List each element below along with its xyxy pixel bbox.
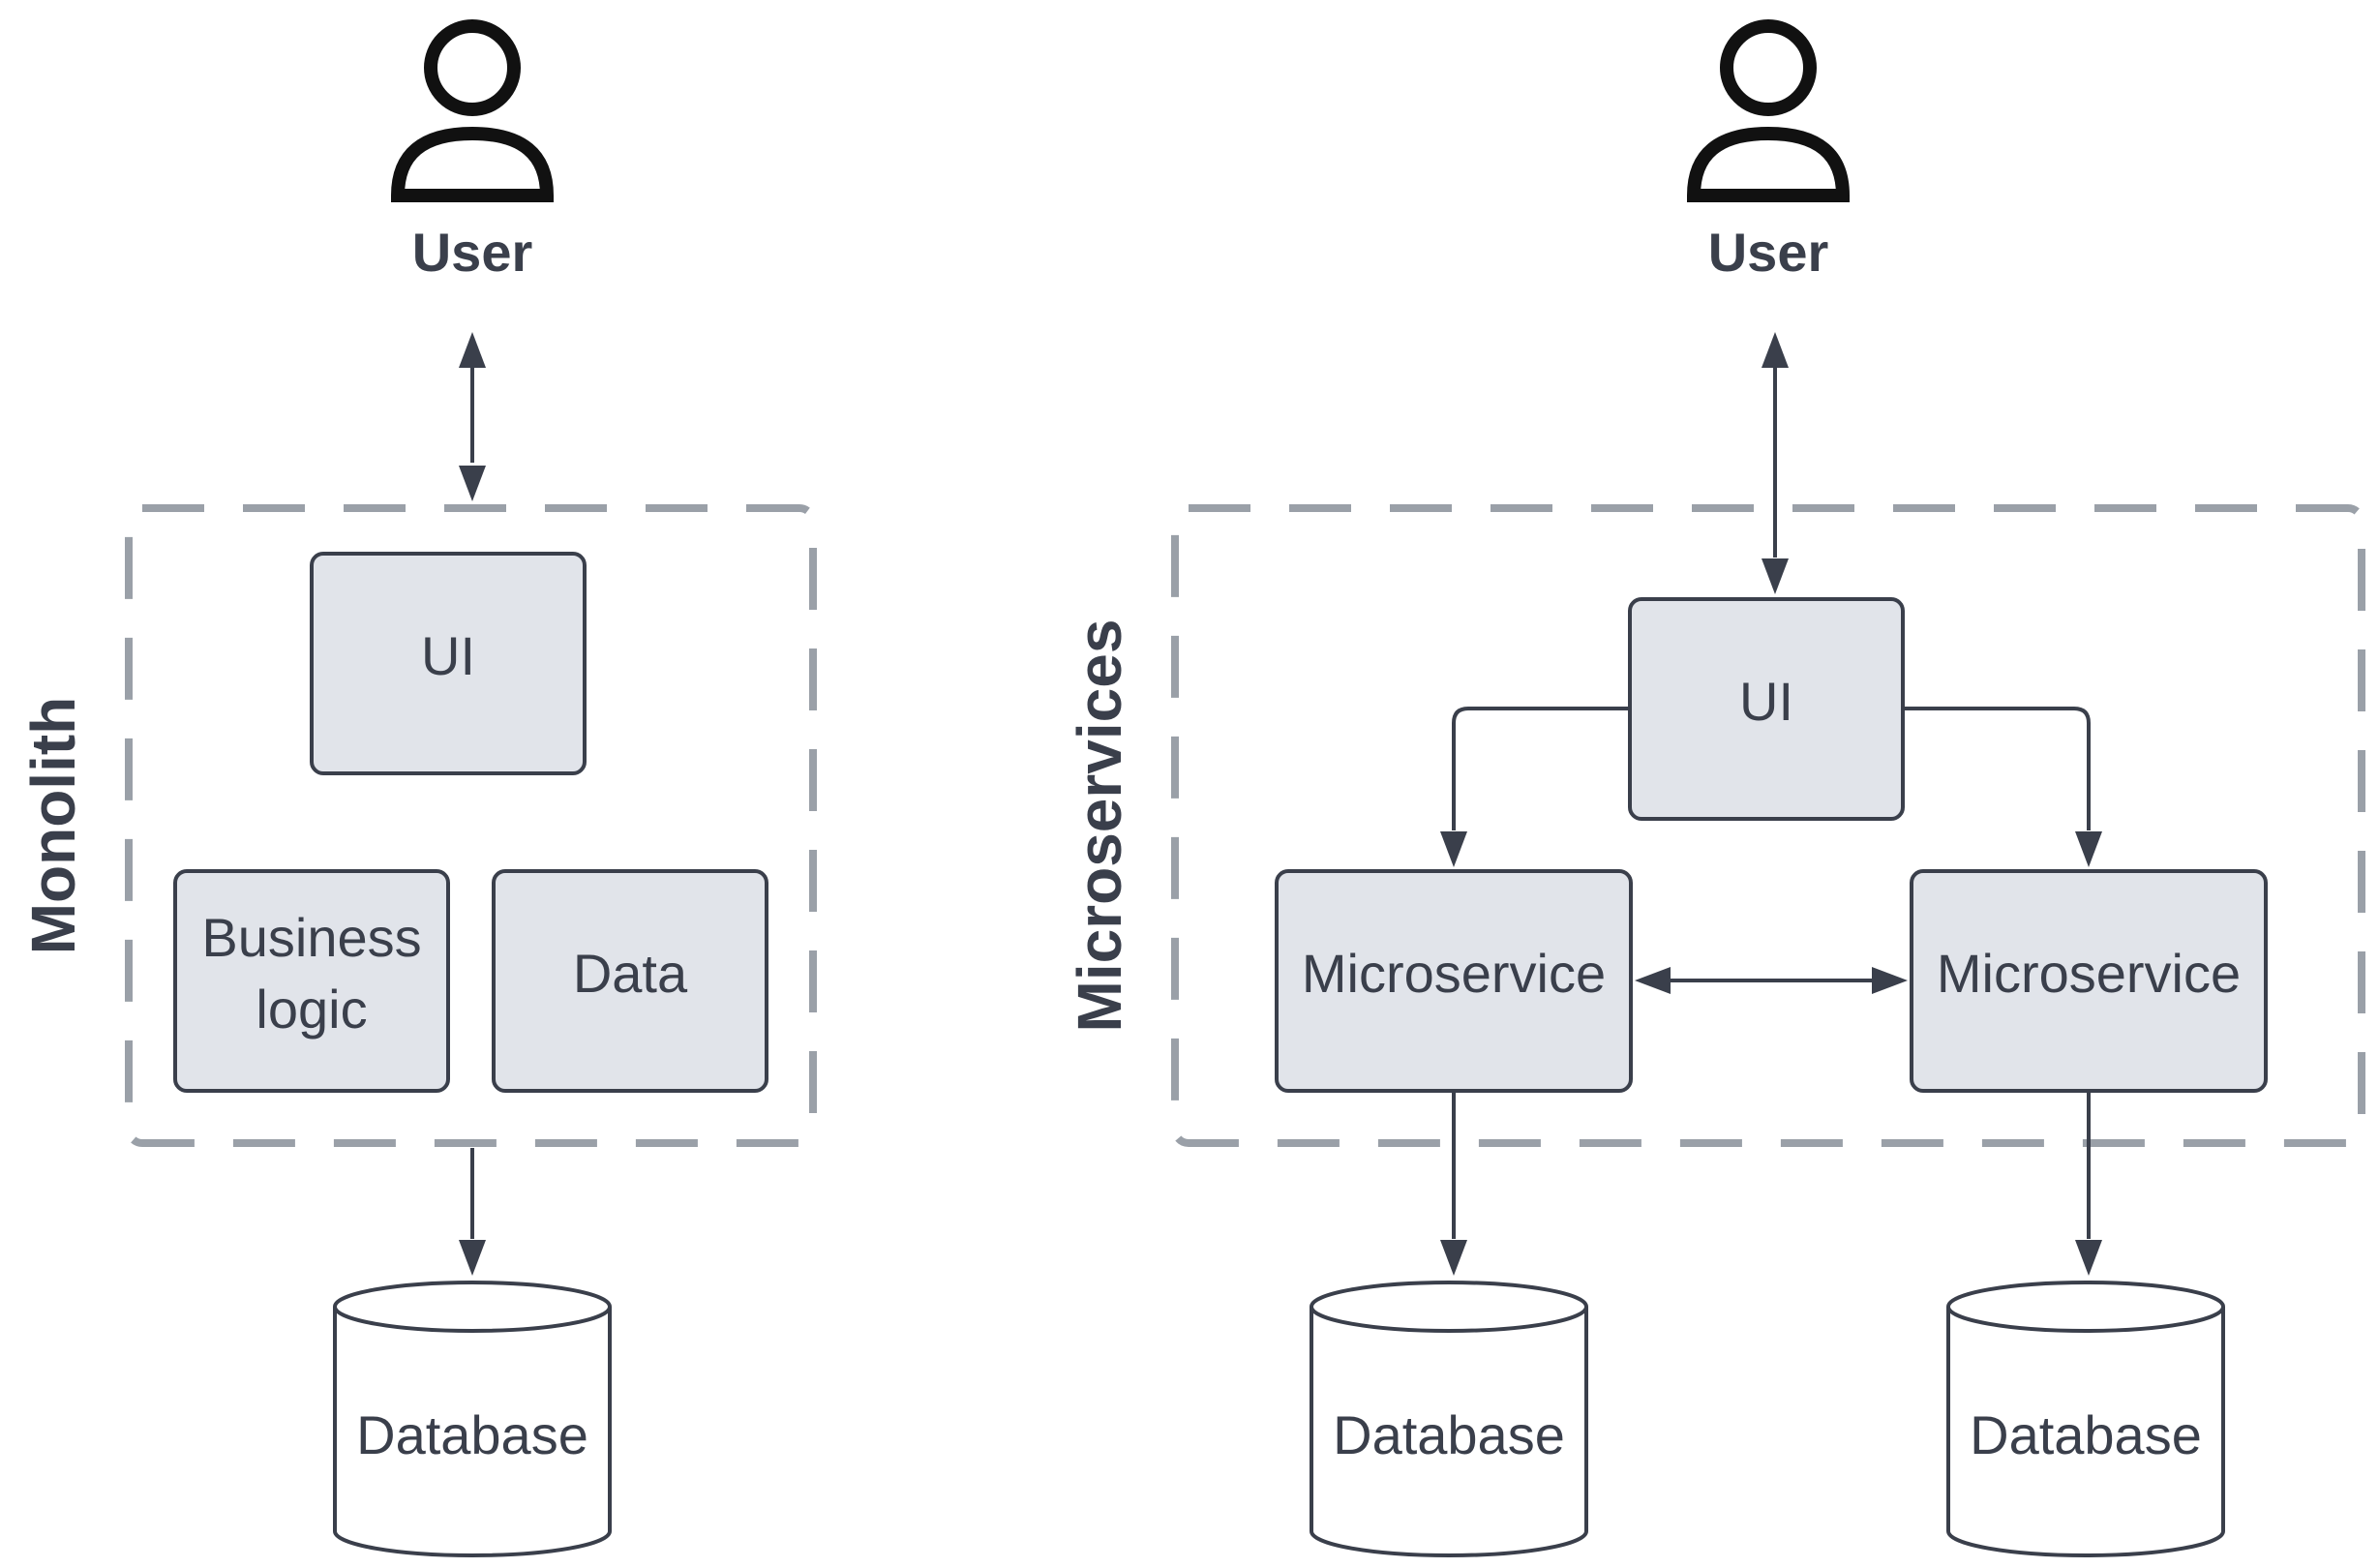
monolith-ui-box: UI <box>310 552 587 775</box>
microservice-right-box: Microservice <box>1910 869 2268 1093</box>
microservice-left-label: Microservice <box>1302 943 1606 1004</box>
right-service-db-connector <box>2075 1091 2102 1276</box>
monolith-business-logic-box: Business logic <box>173 869 450 1093</box>
monolith-section: User Monolith UI Business logic Data <box>18 19 817 1557</box>
monolith-user-label: User <box>412 222 533 283</box>
monolith-database-label: Database <box>356 1404 588 1465</box>
microservices-database-right-label: Database <box>1970 1404 2202 1465</box>
monolith-data-label: Data <box>573 943 688 1004</box>
monolith-database: Database <box>333 1281 612 1557</box>
user-icon <box>390 19 555 202</box>
monolith-db-connector <box>459 1148 486 1276</box>
microservices-title: Microservices <box>1065 619 1134 1033</box>
user-icon <box>1686 19 1851 202</box>
microservices-ui-label: UI <box>1739 671 1793 732</box>
monolith-data-box: Data <box>492 869 768 1093</box>
left-service-db-connector <box>1440 1091 1467 1276</box>
monolith-ui-label: UI <box>421 625 475 686</box>
ui-to-left-service-connector <box>1440 707 1630 867</box>
monolith-business-logic-line2: logic <box>256 979 367 1040</box>
microservice-left-box: Microservice <box>1275 869 1633 1093</box>
microservices-database-left: Database <box>1310 1281 1588 1557</box>
microservices-database-right: Database <box>1946 1281 2225 1557</box>
microservices-user-label: User <box>1708 222 1829 283</box>
monolith-business-logic-line1: Business <box>201 907 421 968</box>
microservices-database-left-label: Database <box>1333 1404 1565 1465</box>
monolith-title: Monolith <box>18 697 88 955</box>
microservices-user-connector <box>1762 332 1789 594</box>
ui-to-right-service-connector <box>1903 707 2102 867</box>
microservice-right-label: Microservice <box>1937 943 2241 1004</box>
service-to-service-connector <box>1635 967 1908 994</box>
microservices-section: User Microservices UI Microse <box>1065 19 2365 1557</box>
monolith-boundary <box>125 504 817 1147</box>
microservices-ui-box: UI <box>1628 597 1905 821</box>
monolith-user-connector <box>459 332 486 501</box>
